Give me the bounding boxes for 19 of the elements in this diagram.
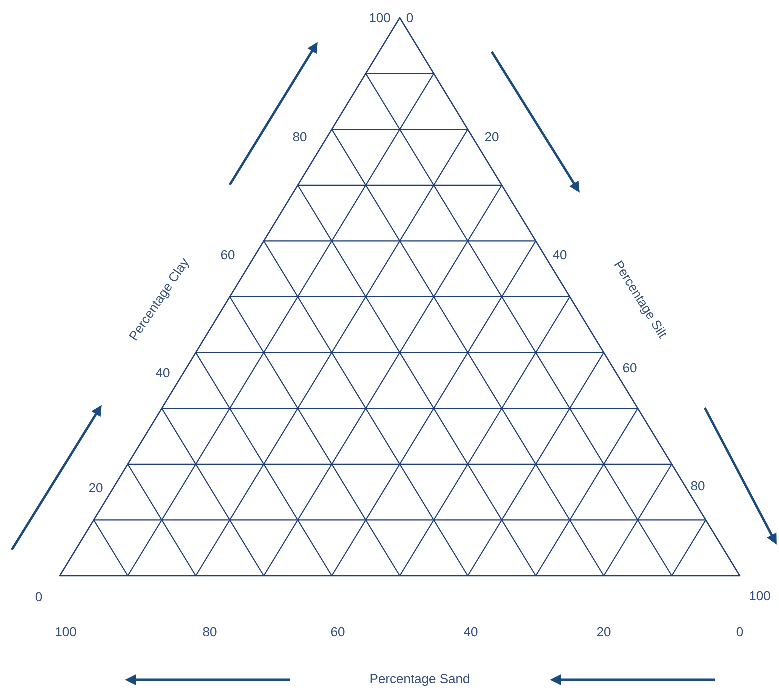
tick-label: 0: [36, 592, 42, 602]
tick-label: 100: [370, 13, 390, 23]
axis-title: Percentage Sand: [370, 674, 470, 686]
tick-label: 80: [691, 481, 705, 491]
tick-label: 60: [331, 627, 345, 637]
tick-label: 20: [89, 483, 103, 493]
tick-label: 0: [736, 627, 744, 637]
tick-label: 40: [553, 250, 567, 260]
tick-label: 80: [293, 132, 307, 142]
tick-label: 40: [156, 368, 170, 378]
tick-label: 0: [406, 13, 414, 23]
tick-label: 100: [56, 627, 76, 637]
tick-label: 80: [203, 627, 217, 637]
tick-label: 100: [750, 591, 770, 601]
tick-label: 20: [597, 627, 611, 637]
tick-label: 40: [464, 627, 478, 637]
tick-label: 60: [623, 363, 637, 373]
tick-label: 20: [485, 132, 499, 142]
tick-label: 60: [221, 250, 235, 260]
